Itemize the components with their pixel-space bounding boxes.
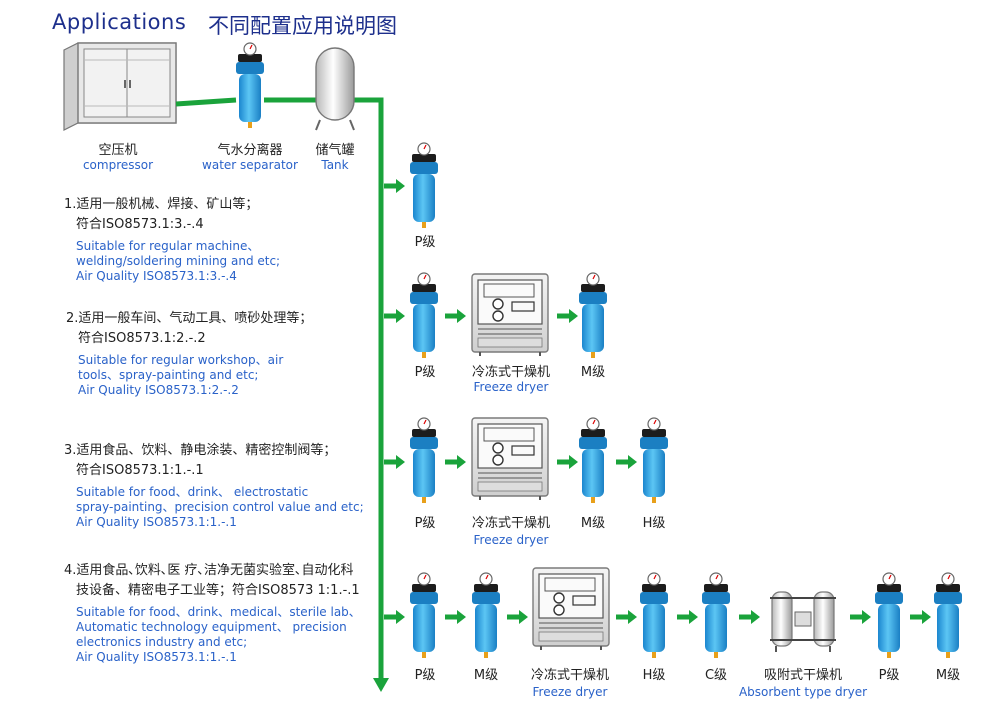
row3-freeze-dryer	[471, 417, 549, 501]
compressor-label: 空压机 compressor	[82, 143, 154, 172]
row4-absorbent-label: 吸附式干燥机 Absorbent type dryer	[738, 668, 868, 699]
row4-freeze-dryer	[532, 567, 610, 651]
row3-h-label: H级	[642, 516, 666, 531]
row4-arrow-4	[677, 610, 698, 624]
branch-arrow-3	[384, 455, 405, 469]
branch-arrow-1	[384, 179, 405, 193]
row4-m-filter	[471, 572, 501, 659]
application-3: 3.适用食品、饮料、静电涂装、精密控制阀等； 符合ISO8573.1:1.-.1…	[64, 443, 364, 529]
row4-arrow-1	[445, 610, 466, 624]
row3-p-filter	[409, 417, 439, 504]
water-separator-filter	[235, 42, 265, 129]
row3-arrow-1	[445, 455, 466, 469]
application-1: 1.适用一般机械、焊接、矿山等； 符合ISO8573.1:3.-.4 Suita…	[64, 197, 281, 283]
page-title-cn: 不同配置应用说明图	[208, 14, 397, 38]
row2-p-filter	[409, 272, 439, 359]
row2-m-filter	[578, 272, 608, 359]
row2-m-label: M级	[580, 365, 606, 380]
row1-p-label: P级	[414, 235, 436, 250]
application-4: 4.适用食品､饮料､医 疗､洁净无菌实验室､自动化科 技设备、精密电子工业等；符…	[64, 563, 361, 664]
water-separator-label: 气水分离器 water separator	[202, 143, 298, 172]
main-pipe	[175, 97, 384, 680]
row4-h-label: H级	[642, 668, 666, 683]
row4-p-filter	[409, 572, 439, 659]
row3-h-filter	[639, 417, 669, 504]
row3-arrow-2	[557, 455, 578, 469]
branch-arrow-2	[384, 309, 405, 323]
page-title-en: Applications	[52, 10, 187, 34]
row2-freeze-dryer	[471, 273, 549, 357]
row4-p-label-2: P级	[878, 668, 900, 683]
compressor-cabinet	[63, 42, 177, 131]
row1-p-filter	[409, 142, 439, 229]
row4-c-label: C级	[704, 668, 728, 683]
row4-absorbent-dryer	[770, 591, 836, 652]
row4-arrow-3	[616, 610, 637, 624]
row4-p-label: P级	[414, 668, 436, 683]
row3-m-filter	[578, 417, 608, 504]
row4-arrow-5	[739, 610, 760, 624]
row4-arrow-2	[507, 610, 528, 624]
row4-m-label: M级	[473, 668, 499, 683]
row3-freeze-label: 冷冻式干燥机 Freeze dryer	[471, 516, 550, 547]
row3-p-label: P级	[414, 516, 436, 531]
row4-m-label-2: M级	[935, 668, 961, 683]
row2-arrow-1	[445, 309, 466, 323]
tank-label: 储气罐 Tank	[315, 143, 355, 172]
row4-p-filter-2	[874, 572, 904, 659]
main-pipe-arrow-icon	[373, 678, 389, 692]
row3-m-label: M级	[580, 516, 606, 531]
row3-arrow-3	[616, 455, 637, 469]
row4-freeze-label: 冷冻式干燥机 Freeze dryer	[530, 668, 609, 699]
application-2: 2.适用一般车间、气动工具、喷砂处理等； 符合ISO8573.1:2.-.2 S…	[66, 311, 313, 397]
row2-p-label: P级	[414, 365, 436, 380]
row2-arrow-2	[557, 309, 578, 323]
row4-arrow-7	[910, 610, 931, 624]
row4-h-filter	[639, 572, 669, 659]
row4-c-filter	[701, 572, 731, 659]
branch-arrow-4	[384, 610, 405, 624]
air-tank	[315, 47, 355, 131]
row4-arrow-6	[850, 610, 871, 624]
row4-m-filter-2	[933, 572, 963, 659]
row2-freeze-label: 冷冻式干燥机 Freeze dryer	[471, 365, 550, 394]
